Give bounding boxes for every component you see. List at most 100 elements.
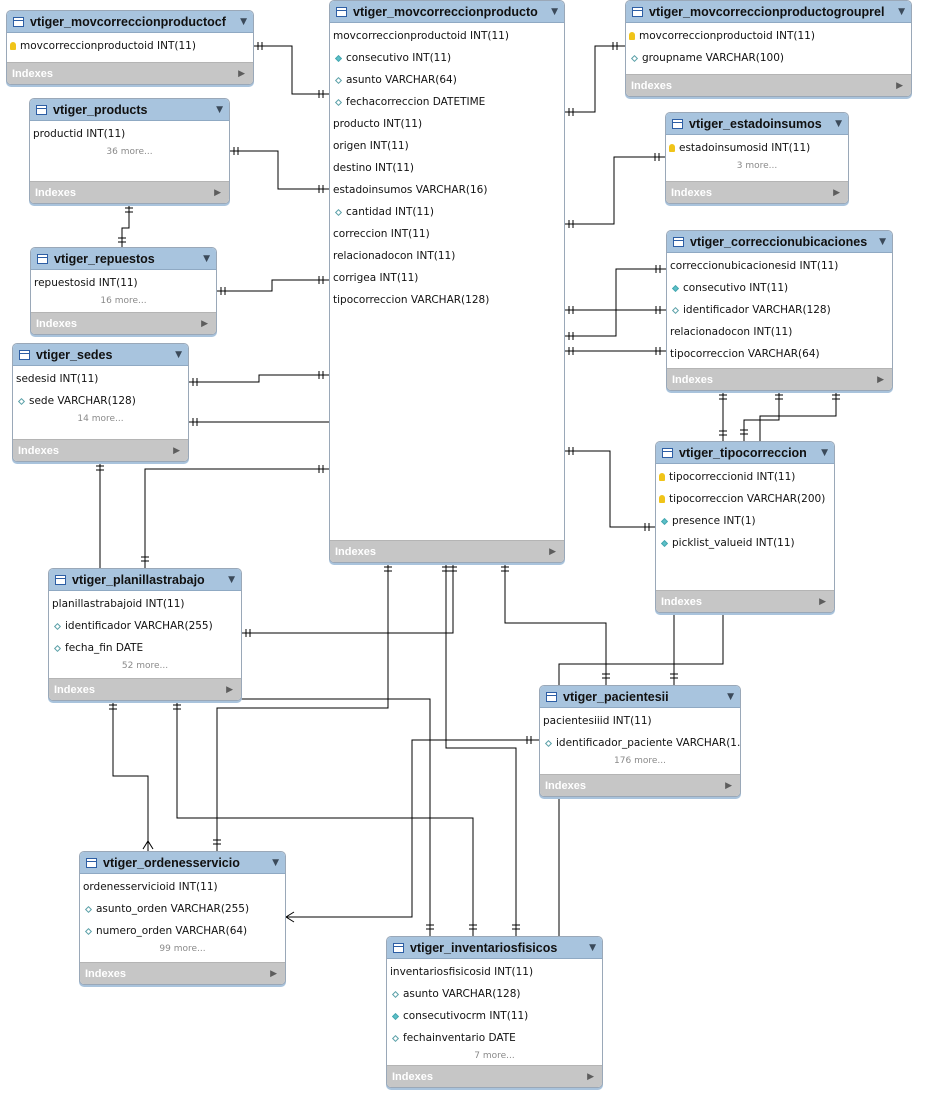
more-columns-link[interactable]: 52 more... bbox=[121, 661, 169, 671]
expand-arrow-icon[interactable]: ▶ bbox=[819, 596, 826, 607]
expand-arrow-icon[interactable]: ▶ bbox=[549, 546, 556, 557]
dropdown-arrow-icon[interactable]: ▼ bbox=[272, 857, 279, 868]
column-row[interactable]: repuestosid INT(11) bbox=[31, 272, 216, 294]
column-row[interactable]: asunto_orden VARCHAR(255) bbox=[80, 898, 285, 920]
table-header[interactable]: vtiger_ordenesservicio▼ bbox=[80, 852, 285, 874]
table-header[interactable]: vtiger_tipocorreccion▼ bbox=[656, 442, 834, 464]
table-movcorreccionproductocf[interactable]: vtiger_movcorreccionproductocf▼movcorrec… bbox=[6, 10, 254, 85]
indexes-bar[interactable]: Indexes▶ bbox=[31, 312, 216, 334]
column-row[interactable]: numero_orden VARCHAR(64) bbox=[80, 920, 285, 942]
column-row[interactable]: pacientesiiid INT(11) bbox=[540, 710, 740, 732]
indexes-bar[interactable]: Indexes▶ bbox=[666, 181, 848, 203]
indexes-bar[interactable]: Indexes▶ bbox=[626, 74, 911, 96]
dropdown-arrow-icon[interactable]: ▼ bbox=[228, 574, 235, 585]
more-columns-link[interactable]: 3 more... bbox=[736, 161, 778, 171]
indexes-bar[interactable]: Indexes▶ bbox=[540, 774, 740, 796]
expand-arrow-icon[interactable]: ▶ bbox=[201, 318, 208, 329]
table-repuestos[interactable]: vtiger_repuestos▼repuestosid INT(11) 16 m… bbox=[30, 247, 217, 335]
table-correccionubicaciones[interactable]: vtiger_correccionubicaciones▼correccionu… bbox=[666, 230, 893, 391]
column-row[interactable]: origen INT(11) bbox=[330, 135, 564, 157]
table-header[interactable]: vtiger_repuestos▼ bbox=[31, 248, 216, 270]
column-row[interactable]: presence INT(1) bbox=[656, 510, 834, 532]
expand-arrow-icon[interactable]: ▶ bbox=[214, 187, 221, 198]
table-header[interactable]: vtiger_sedes▼ bbox=[13, 344, 188, 366]
column-row[interactable]: destino INT(11) bbox=[330, 157, 564, 179]
dropdown-arrow-icon[interactable]: ▼ bbox=[216, 104, 223, 115]
column-row[interactable]: consecutivo INT(11) bbox=[330, 47, 564, 69]
column-row[interactable]: corrigea INT(11) bbox=[330, 267, 564, 289]
expand-arrow-icon[interactable]: ▶ bbox=[725, 780, 732, 791]
column-row[interactable]: productid INT(11) bbox=[30, 123, 229, 145]
indexes-bar[interactable]: Indexes▶ bbox=[667, 368, 892, 390]
column-row[interactable]: movcorreccionproductoid INT(11) bbox=[7, 35, 253, 57]
table-header[interactable]: vtiger_movcorreccionproductogrouprel▼ bbox=[626, 1, 911, 23]
column-row[interactable]: sede VARCHAR(128) bbox=[13, 390, 188, 412]
table-sedes[interactable]: vtiger_sedes▼sedesid INT(11)sede VARCHAR… bbox=[12, 343, 189, 462]
table-inventariosfisicos[interactable]: vtiger_inventariosfisicos▼inventariosfis… bbox=[386, 936, 603, 1088]
expand-arrow-icon[interactable]: ▶ bbox=[270, 968, 277, 979]
column-row[interactable]: fechacorreccion DATETIME bbox=[330, 91, 564, 113]
column-row[interactable]: producto INT(11) bbox=[330, 113, 564, 135]
table-pacientesii[interactable]: vtiger_pacientesii▼pacientesiiid INT(11)… bbox=[539, 685, 741, 797]
column-row[interactable]: picklist_valueid INT(11) bbox=[656, 532, 834, 554]
column-row[interactable]: relacionadocon INT(11) bbox=[330, 245, 564, 267]
expand-arrow-icon[interactable]: ▶ bbox=[587, 1071, 594, 1082]
dropdown-arrow-icon[interactable]: ▼ bbox=[835, 118, 842, 129]
indexes-bar[interactable]: Indexes▶ bbox=[656, 590, 834, 612]
column-row[interactable]: fecha_fin DATE bbox=[49, 637, 241, 659]
dropdown-arrow-icon[interactable]: ▼ bbox=[727, 691, 734, 702]
more-columns-link[interactable]: 36 more... bbox=[106, 147, 153, 157]
column-row[interactable]: fechainventario DATE bbox=[387, 1027, 602, 1049]
column-row[interactable]: correccion INT(11) bbox=[330, 223, 564, 245]
expand-arrow-icon[interactable]: ▶ bbox=[896, 80, 903, 91]
table-header[interactable]: vtiger_inventariosfisicos▼ bbox=[387, 937, 602, 959]
dropdown-arrow-icon[interactable]: ▼ bbox=[240, 16, 247, 27]
table-header[interactable]: vtiger_movcorreccionproductocf▼ bbox=[7, 11, 253, 33]
table-header[interactable]: vtiger_correccionubicaciones▼ bbox=[667, 231, 892, 253]
indexes-bar[interactable]: Indexes▶ bbox=[49, 678, 241, 700]
column-row[interactable]: tipocorreccion VARCHAR(200) bbox=[656, 488, 834, 510]
column-row[interactable]: identificador VARCHAR(128) bbox=[667, 299, 892, 321]
table-tipocorreccion[interactable]: vtiger_tipocorreccion▼tipocorreccionid I… bbox=[655, 441, 835, 613]
column-row[interactable]: identificador_paciente VARCHAR(1... bbox=[540, 732, 740, 754]
column-row[interactable]: correccionubicacionesid INT(11) bbox=[667, 255, 892, 277]
more-columns-link[interactable]: 16 more... bbox=[100, 296, 147, 306]
indexes-bar[interactable]: Indexes▶ bbox=[7, 62, 253, 84]
more-columns-link[interactable]: 99 more... bbox=[159, 944, 206, 954]
dropdown-arrow-icon[interactable]: ▼ bbox=[203, 253, 210, 264]
table-planillastrabajo[interactable]: vtiger_planillastrabajo▼planillastrabajo… bbox=[48, 568, 242, 701]
table-header[interactable]: vtiger_movcorreccionproducto▼ bbox=[330, 1, 564, 23]
column-row[interactable]: identificador VARCHAR(255) bbox=[49, 615, 241, 637]
column-row[interactable]: asunto VARCHAR(128) bbox=[387, 983, 602, 1005]
expand-arrow-icon[interactable]: ▶ bbox=[877, 374, 884, 385]
indexes-bar[interactable]: Indexes▶ bbox=[80, 962, 285, 984]
dropdown-arrow-icon[interactable]: ▼ bbox=[898, 6, 905, 17]
table-products[interactable]: vtiger_products▼productid INT(11) 36 more… bbox=[29, 98, 230, 204]
column-row[interactable]: asunto VARCHAR(64) bbox=[330, 69, 564, 91]
table-ordenesservicio[interactable]: vtiger_ordenesservicio▼ordenesservicioid… bbox=[79, 851, 286, 985]
expand-arrow-icon[interactable]: ▶ bbox=[226, 684, 233, 695]
table-movcorreccionproducto[interactable]: vtiger_movcorreccionproducto▼movcorrecci… bbox=[329, 0, 565, 563]
column-row[interactable]: movcorreccionproductoid INT(11) bbox=[330, 25, 564, 47]
column-row[interactable]: inventariosfisicosid INT(11) bbox=[387, 961, 602, 983]
dropdown-arrow-icon[interactable]: ▼ bbox=[821, 447, 828, 458]
more-columns-link[interactable]: 14 more... bbox=[77, 414, 124, 424]
dropdown-arrow-icon[interactable]: ▼ bbox=[551, 6, 558, 17]
indexes-bar[interactable]: Indexes▶ bbox=[330, 540, 564, 562]
dropdown-arrow-icon[interactable]: ▼ bbox=[879, 236, 886, 247]
expand-arrow-icon[interactable]: ▶ bbox=[173, 445, 180, 456]
table-header[interactable]: vtiger_pacientesii▼ bbox=[540, 686, 740, 708]
expand-arrow-icon[interactable]: ▶ bbox=[238, 68, 245, 79]
column-row[interactable]: consecutivo INT(11) bbox=[667, 277, 892, 299]
table-movcorreccionproductogrouprel[interactable]: vtiger_movcorreccionproductogrouprel▼mov… bbox=[625, 0, 912, 97]
dropdown-arrow-icon[interactable]: ▼ bbox=[175, 349, 182, 360]
column-row[interactable]: movcorreccionproductoid INT(11) bbox=[626, 25, 911, 47]
expand-arrow-icon[interactable]: ▶ bbox=[833, 187, 840, 198]
indexes-bar[interactable]: Indexes▶ bbox=[13, 439, 188, 461]
dropdown-arrow-icon[interactable]: ▼ bbox=[589, 942, 596, 953]
column-row[interactable]: estadoinsumosid INT(11) bbox=[666, 137, 848, 159]
table-header[interactable]: vtiger_products▼ bbox=[30, 99, 229, 121]
column-row[interactable]: groupname VARCHAR(100) bbox=[626, 47, 911, 69]
column-row[interactable]: tipocorreccion VARCHAR(64) bbox=[667, 343, 892, 365]
indexes-bar[interactable]: Indexes▶ bbox=[30, 181, 229, 203]
